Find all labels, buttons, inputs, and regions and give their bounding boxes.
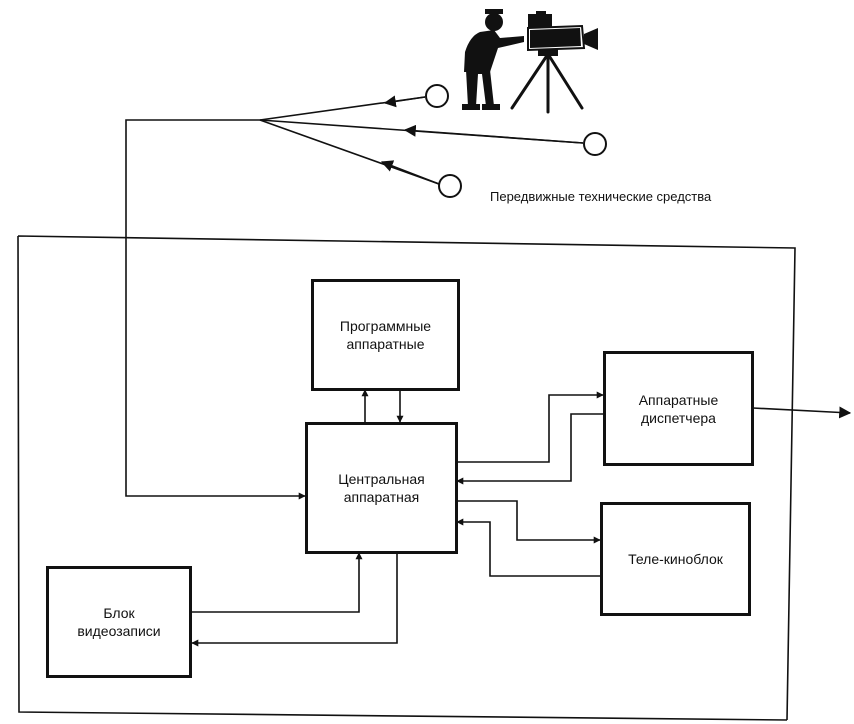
outer-frame (17, 235, 796, 721)
fan-arrow-middle (403, 124, 584, 144)
arrow-central-to-video (191, 553, 398, 647)
camera-operator-icon (462, 9, 598, 114)
mobile-feed-line (125, 119, 306, 500)
dispatcher-rooms-box: Аппаратные диспетчера (603, 351, 754, 466)
circle-node-icon (438, 174, 462, 198)
telecine-unit-label: Теле-киноблок (628, 551, 723, 567)
arrow-central-to-dispatcher (457, 391, 604, 463)
arrow-telecine-to-central (456, 518, 600, 577)
circle-node-icon (583, 132, 607, 156)
program-control-rooms-box: Программные аппаратные (311, 279, 460, 391)
central-control-room-box: Центральная аппаратная (305, 422, 458, 554)
fan-arrow-top (383, 95, 426, 108)
fan-arrow-bottom (380, 160, 440, 185)
arrow-video-to-central (192, 552, 363, 613)
telecine-unit-box: Теле-киноблок (600, 502, 751, 616)
dispatcher-rooms-label: Аппаратные диспетчера (638, 391, 719, 426)
arrow-dispatcher-to-central (456, 413, 603, 485)
mobile-units-label: Передвижные технические средства (490, 189, 712, 204)
arrow-central-to-telecine (457, 500, 601, 544)
circle-node-icon (425, 84, 449, 108)
dispatcher-output-arrow (752, 406, 852, 419)
video-recording-unit-box: Блок видеозаписи (46, 566, 192, 678)
central-control-room-label: Центральная аппаратная (338, 471, 425, 505)
video-recording-unit-label: Блок видеозаписи (77, 605, 161, 639)
program-control-rooms-label: Программные аппаратные (339, 318, 432, 352)
